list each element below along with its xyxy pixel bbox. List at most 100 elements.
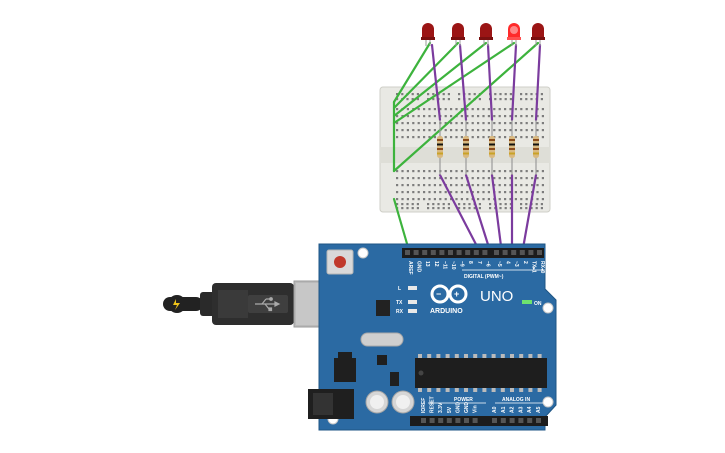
breadboard-hole[interactable] (540, 203, 543, 206)
breadboard-hole[interactable] (494, 93, 497, 96)
breadboard-hole[interactable] (455, 129, 458, 132)
breadboard-hole[interactable] (423, 184, 426, 187)
breadboard-hole[interactable] (477, 115, 480, 118)
power-pin-hole[interactable] (446, 418, 452, 423)
breadboard-hole[interactable] (417, 177, 420, 180)
breadboard-hole[interactable] (447, 207, 450, 210)
breadboard-hole[interactable] (417, 129, 420, 132)
breadboard-hole[interactable] (428, 136, 431, 139)
breadboard-hole[interactable] (525, 198, 528, 201)
breadboard-hole[interactable] (455, 184, 458, 187)
breadboard-hole[interactable] (444, 115, 447, 118)
breadboard-hole[interactable] (455, 191, 458, 194)
breadboard-hole[interactable] (460, 191, 463, 194)
breadboard-hole[interactable] (428, 198, 431, 201)
breadboard-hole[interactable] (540, 98, 543, 101)
breadboard-hole[interactable] (444, 170, 447, 173)
digital-pin-hole[interactable] (511, 250, 517, 255)
breadboard-hole[interactable] (471, 191, 474, 194)
breadboard-hole[interactable] (406, 207, 409, 210)
breadboard-hole[interactable] (450, 129, 453, 132)
digital-pin-hole[interactable] (502, 250, 508, 255)
breadboard-hole[interactable] (396, 136, 399, 139)
breadboard-hole[interactable] (477, 184, 480, 187)
breadboard-hole[interactable] (433, 177, 436, 180)
breadboard-hole[interactable] (520, 129, 523, 132)
breadboard-hole[interactable] (498, 198, 501, 201)
analog-pin-hole[interactable] (518, 418, 524, 423)
breadboard-hole[interactable] (396, 93, 399, 96)
breadboard-hole[interactable] (499, 207, 502, 210)
breadboard-hole[interactable] (504, 191, 507, 194)
analog-pin-hole[interactable] (536, 418, 541, 423)
breadboard-hole[interactable] (423, 177, 426, 180)
breadboard-hole[interactable] (520, 136, 523, 139)
breadboard-hole[interactable] (489, 203, 492, 206)
breadboard-hole[interactable] (478, 207, 481, 210)
breadboard-hole[interactable] (540, 93, 543, 96)
breadboard-hole[interactable] (396, 170, 399, 173)
breadboard-hole[interactable] (401, 207, 404, 210)
breadboard-hole[interactable] (473, 93, 476, 96)
breadboard-hole[interactable] (417, 198, 420, 201)
breadboard-hole[interactable] (396, 198, 399, 201)
breadboard-hole[interactable] (428, 115, 431, 118)
breadboard-hole[interactable] (412, 198, 415, 201)
breadboard-hole[interactable] (498, 191, 501, 194)
breadboard-hole[interactable] (433, 122, 436, 125)
breadboard-hole[interactable] (417, 136, 420, 139)
breadboard-hole[interactable] (463, 203, 466, 206)
breadboard-hole[interactable] (530, 93, 533, 96)
breadboard-hole[interactable] (520, 207, 523, 210)
breadboard-hole[interactable] (396, 184, 399, 187)
breadboard-hole[interactable] (514, 108, 517, 111)
breadboard-hole[interactable] (396, 177, 399, 180)
breadboard-hole[interactable] (525, 129, 528, 132)
breadboard-hole[interactable] (482, 177, 485, 180)
breadboard-hole[interactable] (444, 191, 447, 194)
breadboard-hole[interactable] (406, 98, 409, 101)
breadboard-hole[interactable] (499, 93, 502, 96)
breadboard-hole[interactable] (450, 170, 453, 173)
breadboard-hole[interactable] (477, 136, 480, 139)
breadboard-hole[interactable] (520, 93, 523, 96)
analog-pin-hole[interactable] (509, 418, 515, 423)
digital-pin-hole[interactable] (430, 250, 436, 255)
breadboard-hole[interactable] (498, 129, 501, 132)
breadboard-hole[interactable] (498, 136, 501, 139)
breadboard-hole[interactable] (520, 177, 523, 180)
breadboard-hole[interactable] (423, 170, 426, 173)
breadboard-hole[interactable] (406, 203, 409, 206)
breadboard-hole[interactable] (509, 129, 512, 132)
led-2[interactable] (451, 23, 465, 46)
breadboard-hole[interactable] (509, 170, 512, 173)
breadboard-hole[interactable] (471, 115, 474, 118)
breadboard-hole[interactable] (433, 136, 436, 139)
breadboard-hole[interactable] (412, 115, 415, 118)
breadboard-hole[interactable] (423, 129, 426, 132)
breadboard-hole[interactable] (504, 136, 507, 139)
breadboard-hole[interactable] (477, 129, 480, 132)
breadboard-hole[interactable] (499, 98, 502, 101)
breadboard-hole[interactable] (437, 203, 440, 206)
breadboard-hole[interactable] (450, 184, 453, 187)
breadboard-hole[interactable] (487, 108, 490, 111)
breadboard-hole[interactable] (536, 122, 539, 125)
breadboard-hole[interactable] (525, 203, 528, 206)
breadboard-hole[interactable] (466, 170, 469, 173)
breadboard-hole[interactable] (504, 122, 507, 125)
breadboard-hole[interactable] (468, 207, 471, 210)
breadboard-hole[interactable] (406, 170, 409, 173)
breadboard-hole[interactable] (482, 191, 485, 194)
breadboard-hole[interactable] (442, 207, 445, 210)
breadboard-hole[interactable] (487, 122, 490, 125)
breadboard-hole[interactable] (477, 122, 480, 125)
breadboard-hole[interactable] (535, 203, 538, 206)
breadboard-hole[interactable] (412, 184, 415, 187)
breadboard-hole[interactable] (412, 177, 415, 180)
breadboard-hole[interactable] (482, 184, 485, 187)
breadboard-hole[interactable] (423, 122, 426, 125)
breadboard-hole[interactable] (541, 198, 544, 201)
breadboard-hole[interactable] (520, 98, 523, 101)
